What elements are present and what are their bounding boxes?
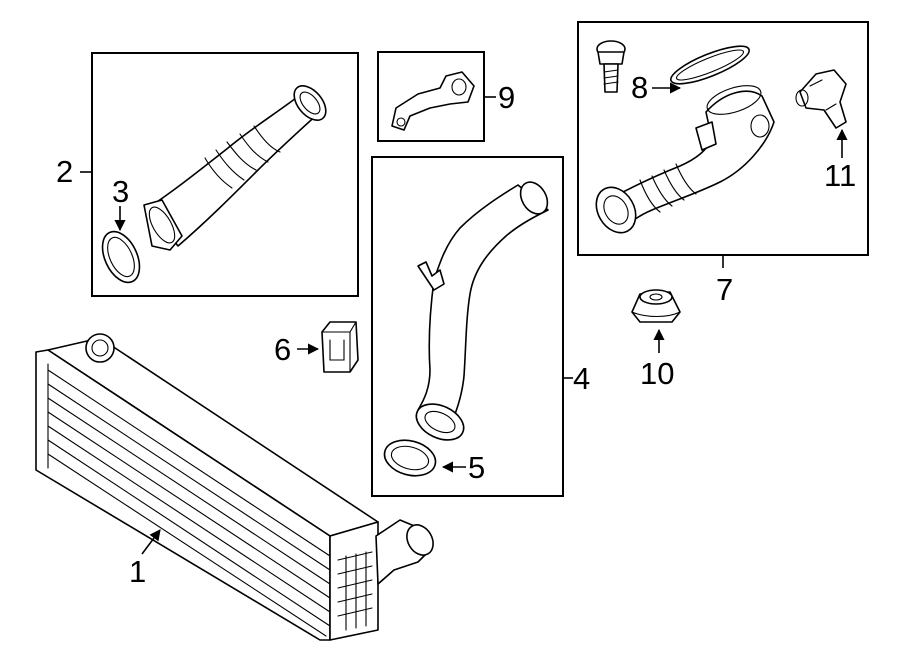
- intake-hose-2: [143, 85, 327, 251]
- sensor-11: [795, 69, 847, 129]
- turbo-inlet-7: [595, 85, 775, 234]
- callout-2: 2: [56, 154, 73, 189]
- callout-3: 3: [112, 174, 129, 209]
- seal-8: [670, 45, 750, 85]
- callout-4: 4: [573, 361, 590, 396]
- callout-5: 5: [468, 450, 485, 485]
- charge-pipe-4: [415, 181, 549, 441]
- callout-7: 7: [716, 272, 733, 307]
- o-ring-3: [101, 230, 141, 284]
- bolt-7: [596, 40, 626, 93]
- grommet-10: [631, 289, 681, 323]
- rubber-mount-6: [321, 321, 359, 373]
- callout-1: 1: [129, 554, 146, 589]
- o-ring-5: [383, 439, 437, 477]
- callout-9: 9: [498, 80, 515, 115]
- arrow-1: [141, 529, 161, 555]
- intercooler-1: [35, 333, 434, 641]
- callout-6: 6: [274, 332, 291, 367]
- group-box-4: [371, 156, 564, 497]
- callout-8: 8: [631, 70, 648, 105]
- bracket-9: [391, 71, 475, 131]
- callout-11: 11: [824, 158, 856, 193]
- group-box-2: [91, 52, 359, 297]
- callout-10: 10: [640, 356, 674, 391]
